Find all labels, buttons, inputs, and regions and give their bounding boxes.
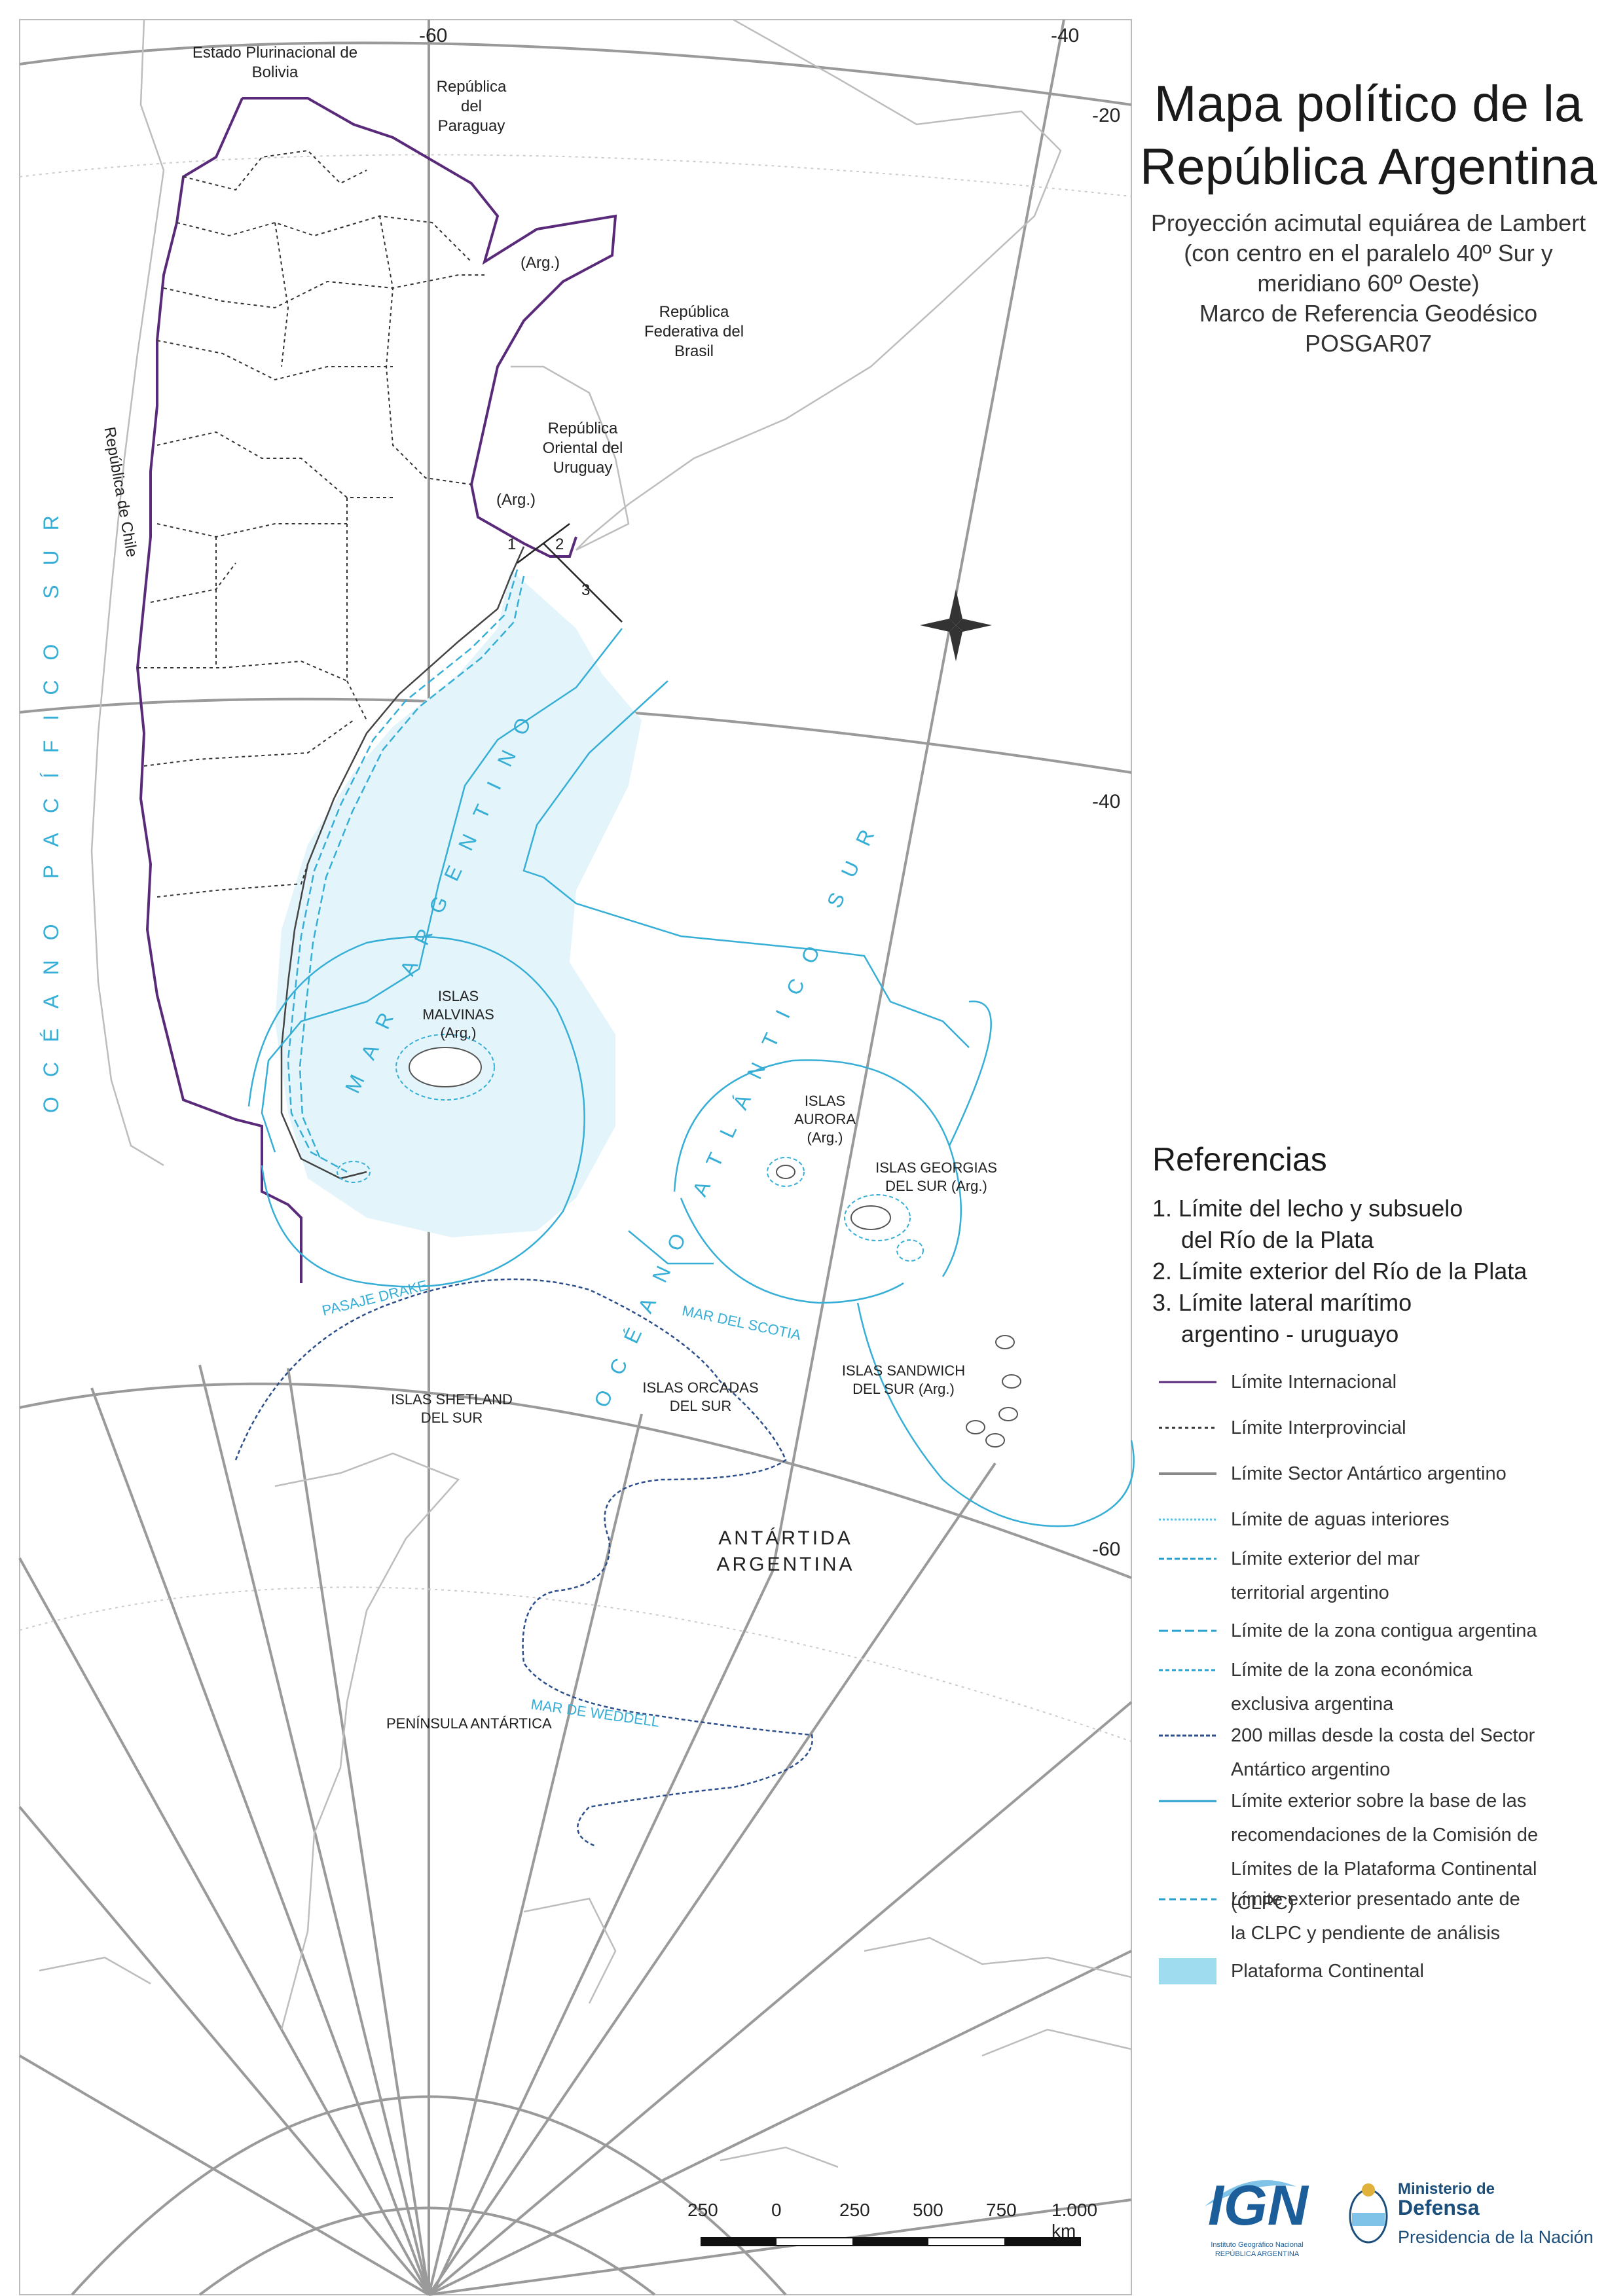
georgias-island <box>850 1205 891 1230</box>
sector-right <box>428 1462 996 2296</box>
parallel-dotted <box>19 154 1132 1742</box>
label-peninsula: PENÍNSULA ANTÁRTICA <box>386 1715 552 1732</box>
graticule-label-lat-60: -60 <box>1092 1539 1121 1560</box>
ign-logo-mark <box>1205 2180 1296 2206</box>
ign-logo-text: IGN <box>1208 2174 1308 2237</box>
shield-icon <box>1349 2183 1388 2244</box>
graticule-label-lat-20: -20 <box>1092 105 1121 126</box>
islands <box>409 1047 1021 1448</box>
interprovincial-limits <box>137 149 484 898</box>
malvinas-island <box>409 1047 482 1087</box>
island-buffers <box>337 1034 924 1262</box>
graticule-label-lat-40: -40 <box>1092 791 1121 812</box>
graticule-label-lon-60: -60 <box>419 25 448 46</box>
legend-swatch-shelf <box>1159 1958 1216 1984</box>
label-num-3: 3 <box>581 581 591 599</box>
scale-tick: 250 <box>839 2200 870 2220</box>
scale-tick: 250 <box>687 2200 718 2220</box>
map-subtitle: Proyección acimutal equiárea de Lambert(… <box>1150 210 1586 357</box>
references-title: Referencias <box>1152 1141 1327 1178</box>
parallel-60 <box>19 1382 1132 1579</box>
scale-tick: 1.000 km <box>1051 2200 1098 2241</box>
presidencia-name: Presidencia de la Nación <box>1398 2227 1594 2247</box>
rio-plata-limits <box>517 523 623 623</box>
maritime-limits <box>247 569 1135 1527</box>
scale-tick: 0 <box>771 2200 782 2220</box>
north-arrow-icon <box>920 589 992 661</box>
label-num-1: 1 <box>507 536 517 553</box>
label-num-2: 2 <box>555 536 564 553</box>
graticule <box>18 19 1133 2296</box>
continental-shelf <box>275 570 642 1237</box>
scale-tick: 750 <box>986 2200 1017 2220</box>
sector-left <box>198 1364 430 2295</box>
scale-tick: 500 <box>913 2200 943 2220</box>
references-notes: 1. Límite del lecho y subsuelo del Río d… <box>1152 1195 1527 1347</box>
label-arg-misiones: (Arg.) <box>521 254 560 272</box>
label-pacifico: OCÉANO PACÍFICO SUR <box>39 496 63 1113</box>
meridian-40 <box>431 19 1065 2295</box>
legend-symbols <box>1159 1381 1216 1984</box>
map-frame <box>19 19 1132 2295</box>
neighbor-coasts <box>39 18 1132 2168</box>
argentina-outline <box>136 97 617 1283</box>
graticule-label-lon-40: -40 <box>1051 25 1080 46</box>
scale-bar-graphic <box>701 2237 1081 2246</box>
label-arg-rio: (Arg.) <box>496 491 536 509</box>
scale-bar: 250 0 250 500 750 1.000 km <box>687 2200 1120 2252</box>
parallel-20 <box>19 41 1132 106</box>
antarctic-200-miles <box>234 1278 813 1848</box>
